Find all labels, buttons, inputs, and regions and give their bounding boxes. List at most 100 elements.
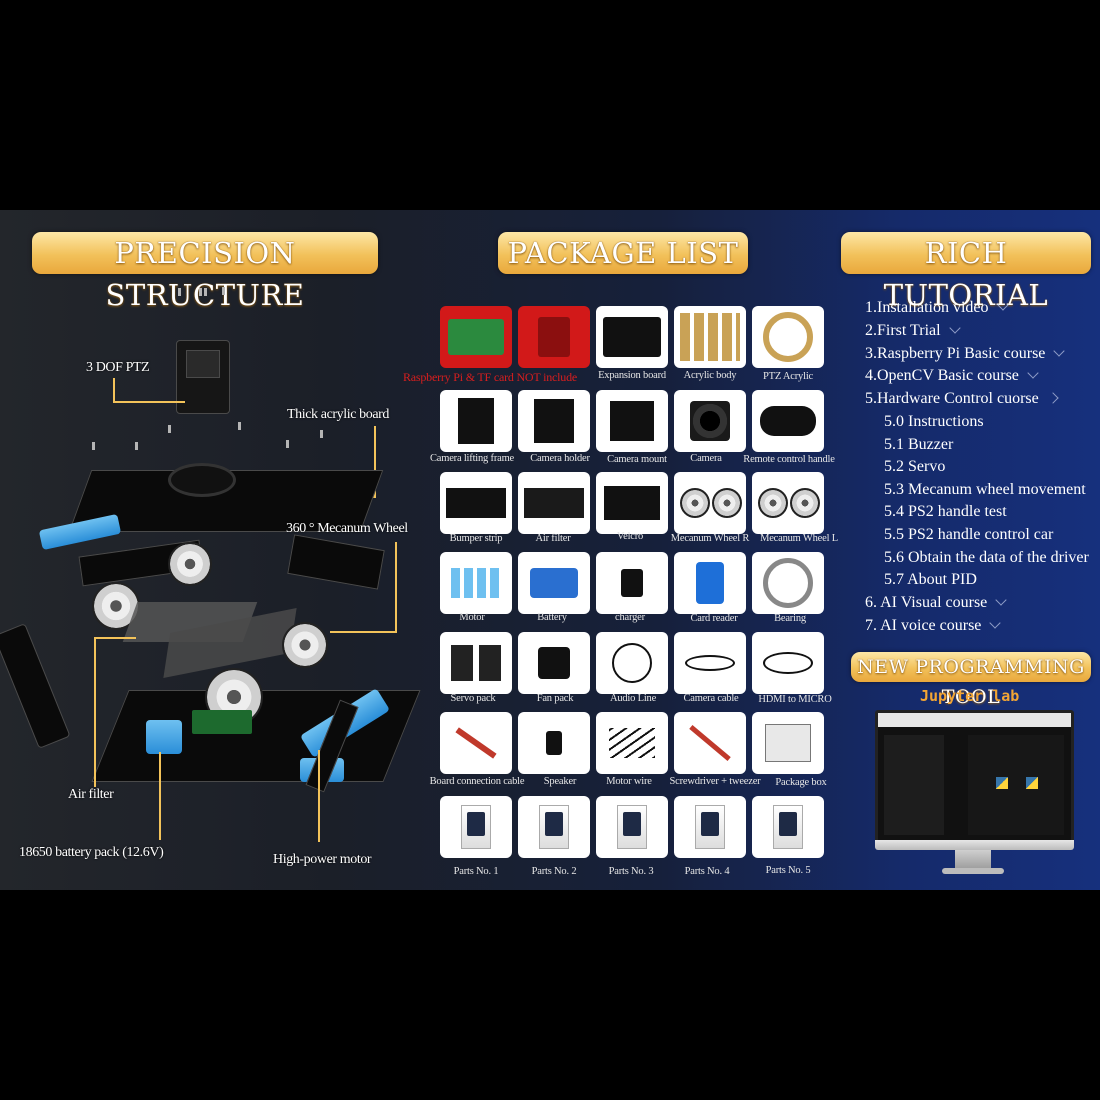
screw-icon	[92, 442, 95, 450]
tutorial-item[interactable]: 7. AI voice course	[865, 617, 1002, 635]
package-item	[518, 472, 590, 534]
leader-line	[395, 542, 397, 632]
tutorial-item[interactable]: 3.Raspberry Pi Basic course	[865, 345, 1066, 363]
screw-icon	[238, 422, 241, 430]
package-item	[752, 306, 824, 368]
servo-icon	[451, 645, 501, 681]
tutorial-subitem[interactable]: 5.5 PS2 handle control car	[884, 526, 1054, 543]
battery-icon	[530, 568, 578, 598]
package-item-label: Board connection cable	[429, 776, 525, 787]
exploded-structure-diagram: 3 DOF PTZ Thick acrylic board 360 ° Meca…	[0, 280, 440, 890]
package-item-label: Velcro	[616, 531, 644, 542]
package-item	[440, 712, 512, 774]
air-filter-label: Air filter	[68, 787, 114, 802]
product-banner: PRECISION STRUCTURE PACKAGE LIST RICH TU…	[0, 210, 1100, 890]
tutorial-subitem[interactable]: 5.4 PS2 handle test	[884, 503, 1007, 520]
screw-icon	[286, 440, 289, 448]
tutorial-subitem[interactable]: 5.0 Instructions	[884, 413, 984, 430]
hdmi-cable-icon	[763, 652, 813, 674]
package-item-label: Mecanum Wheel L	[760, 533, 838, 544]
leader-line	[374, 426, 376, 498]
ptz-label: 3 DOF PTZ	[86, 360, 150, 375]
tutorial-item[interactable]: 5.Hardware Control cuorse	[865, 390, 1059, 408]
acrylic-board-label: Thick acrylic board	[287, 407, 390, 422]
not-included-note: Raspberry Pi & TF card NOT include	[402, 370, 578, 384]
package-item-label: Camera lifting frame	[429, 453, 515, 464]
tutorial-subitem[interactable]: 5.7 About PID	[884, 571, 977, 588]
high-power-motor-label: High-power motor	[273, 852, 372, 867]
leader-line	[318, 750, 320, 842]
tf-card	[518, 306, 590, 368]
tutorial-item[interactable]: 4.OpenCV Basic course	[865, 367, 1039, 385]
servo-icon	[186, 350, 220, 378]
leader-line	[113, 378, 115, 402]
monitor-chin	[875, 840, 1074, 850]
package-item	[752, 632, 824, 694]
audio-cable-icon	[612, 643, 652, 683]
package-item-label: Parts No. 3	[608, 866, 654, 877]
package-box-icon	[765, 724, 811, 762]
mecanum-wheel	[168, 542, 212, 586]
mecanum-wheel-icon	[712, 488, 742, 518]
package-item-label: Package box	[775, 777, 827, 788]
tutorial-item[interactable]: 2.First Trial	[865, 322, 961, 340]
package-item-label: Camera cable	[683, 693, 739, 704]
tutorial-subitem[interactable]: 5.3 Mecanum wheel movement	[884, 481, 1086, 498]
chevron-down-icon	[995, 594, 1007, 606]
ptz-acrylic-icon	[763, 312, 813, 362]
camera-mount-icon	[610, 401, 654, 441]
motor-wire-icon	[609, 728, 655, 758]
package-item-label: Parts No. 5	[765, 865, 811, 876]
battery-box	[146, 720, 182, 754]
screw-icon	[178, 288, 181, 296]
sd-card-icon	[538, 317, 570, 357]
package-item-label: HDMI to MICRO	[758, 694, 832, 705]
package-item	[518, 632, 590, 694]
parts-bag-icon	[773, 805, 803, 849]
package-item	[596, 552, 668, 614]
package-item	[752, 712, 824, 774]
mecanum-wheel-icon	[758, 488, 788, 518]
package-item-label: charger	[615, 612, 645, 623]
tool-name: Jupyter lab	[920, 687, 1020, 705]
chevron-down-icon	[1027, 367, 1039, 379]
package-item-label: Fan pack	[536, 693, 574, 704]
python-logo-icon	[1026, 777, 1038, 789]
speaker-icon	[546, 731, 562, 755]
browser-bar	[878, 713, 1071, 727]
chevron-down-icon	[996, 299, 1009, 311]
screw-icon	[320, 430, 323, 438]
package-item	[674, 712, 746, 774]
screw-icon	[168, 425, 171, 433]
tutorial-subitem[interactable]: 5.1 Buzzer	[884, 436, 954, 453]
velcro-icon	[604, 486, 660, 520]
tutorial-item[interactable]: 6. AI Visual course	[865, 594, 1007, 612]
python-logo-icon	[996, 777, 1008, 789]
package-item-label: Card reader	[690, 613, 738, 624]
mecanum-wheel-icon	[790, 488, 820, 518]
package-item-label: Bumper strip	[449, 533, 503, 544]
package-item-label: Parts No. 4	[684, 866, 730, 877]
package-item-label: Servo pack	[450, 693, 496, 704]
precision-structure-header: PRECISION STRUCTURE	[32, 232, 378, 312]
package-item	[674, 552, 746, 614]
chevron-down-icon	[948, 322, 961, 334]
package-item	[440, 390, 512, 452]
left-side-plate	[0, 623, 71, 749]
tutorial-subitem[interactable]: 5.6 Obtain the data of the driver	[884, 549, 1089, 566]
tutorial-subitem[interactable]: 5.2 Servo	[884, 458, 946, 475]
gamepad-icon	[760, 406, 816, 436]
chevron-down-icon	[989, 617, 1002, 629]
mecanum-wheel	[282, 622, 328, 668]
package-item-label: Camera mount	[607, 454, 667, 465]
leader-line	[94, 637, 96, 787]
package-item	[440, 632, 512, 694]
lifting-frame-icon	[458, 398, 494, 444]
leader-line	[159, 752, 161, 840]
package-item-label: Expansion board	[598, 370, 666, 381]
monitor-stand	[955, 850, 991, 870]
monitor-screen	[875, 710, 1074, 846]
package-item	[674, 306, 746, 368]
package-item-label: PTZ Acrylic	[763, 371, 813, 382]
tutorial-item[interactable]: 1.Installation video	[865, 299, 1009, 317]
